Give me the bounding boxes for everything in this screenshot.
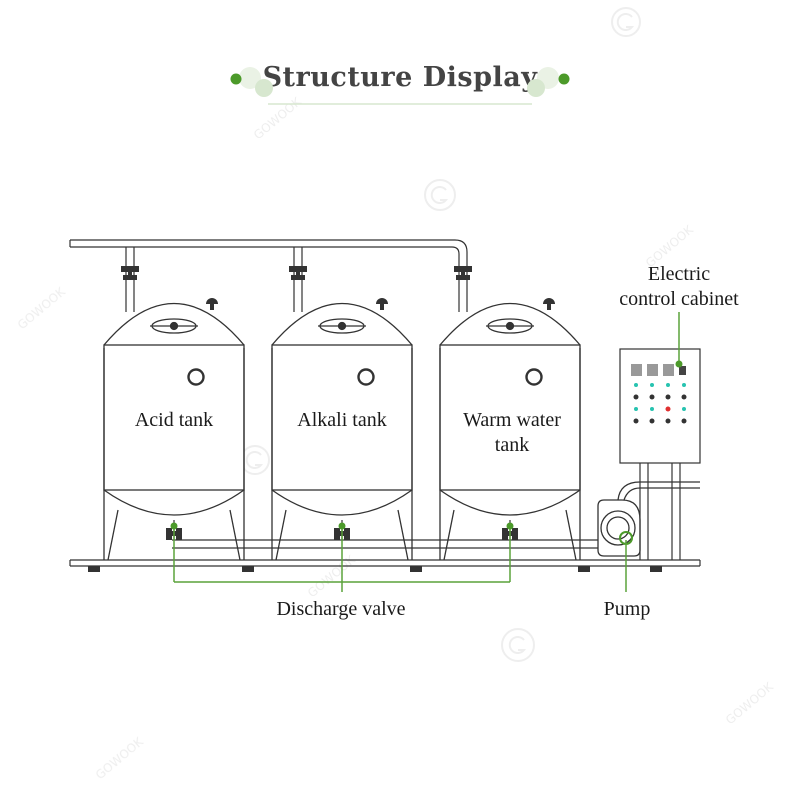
cabinet-leader-dot [675,360,683,368]
alkali-tank [271,302,413,561]
cabinet-label-line1: Electric [648,263,710,285]
watermark-logo-icon [424,179,456,211]
pipe-valve-icon [454,266,472,280]
alkali-tank-vent-icon [376,298,388,310]
watermark-text: GOWOOK [15,284,69,332]
discharge-leader-dot [338,522,346,530]
discharge-leader-dot [170,522,178,530]
discharge-leader-dot [506,522,514,530]
warm-water-tank-label-line1: Warm water [463,409,561,431]
warm-water-tank-vent-icon [543,298,555,310]
watermark-logo-icon [611,7,641,37]
title-decoration-right [527,67,570,97]
watermark-logo-icon [501,628,535,662]
watermark-text: GOWOOK [723,679,777,727]
watermark-logo-icon [240,445,270,475]
acid-tank-label: Acid tank [135,409,213,431]
pump [597,481,700,557]
acid-tank-vent-icon [206,298,218,310]
diagram-title: Structure Display [0,62,800,93]
discharge-pipe [172,520,623,549]
discharge-valve-leader [173,527,511,592]
pipe-valve-icon [121,266,139,280]
acid-tank [103,302,245,561]
cabinet-label-line2: control cabinet [619,288,739,310]
watermark-text: GOWOOK [93,734,147,782]
base-feet [88,566,662,572]
title-text: Structure Display [262,62,538,93]
base-frame [69,559,701,567]
cabinet-indicators [633,383,687,424]
discharge-valve-label: Discharge valve [276,598,405,620]
cabinet-displays [631,364,686,376]
pipe-valve-icon [289,266,307,280]
title-decoration-left [230,67,273,97]
warm-water-tank [439,302,581,561]
alkali-tank-label: Alkali tank [297,409,386,431]
warm-water-tank-label-line2: tank [495,434,529,456]
pump-label: Pump [604,598,651,620]
watermark-text: GOWOOK [305,552,359,600]
watermark-text: GOWOOK [251,94,305,142]
